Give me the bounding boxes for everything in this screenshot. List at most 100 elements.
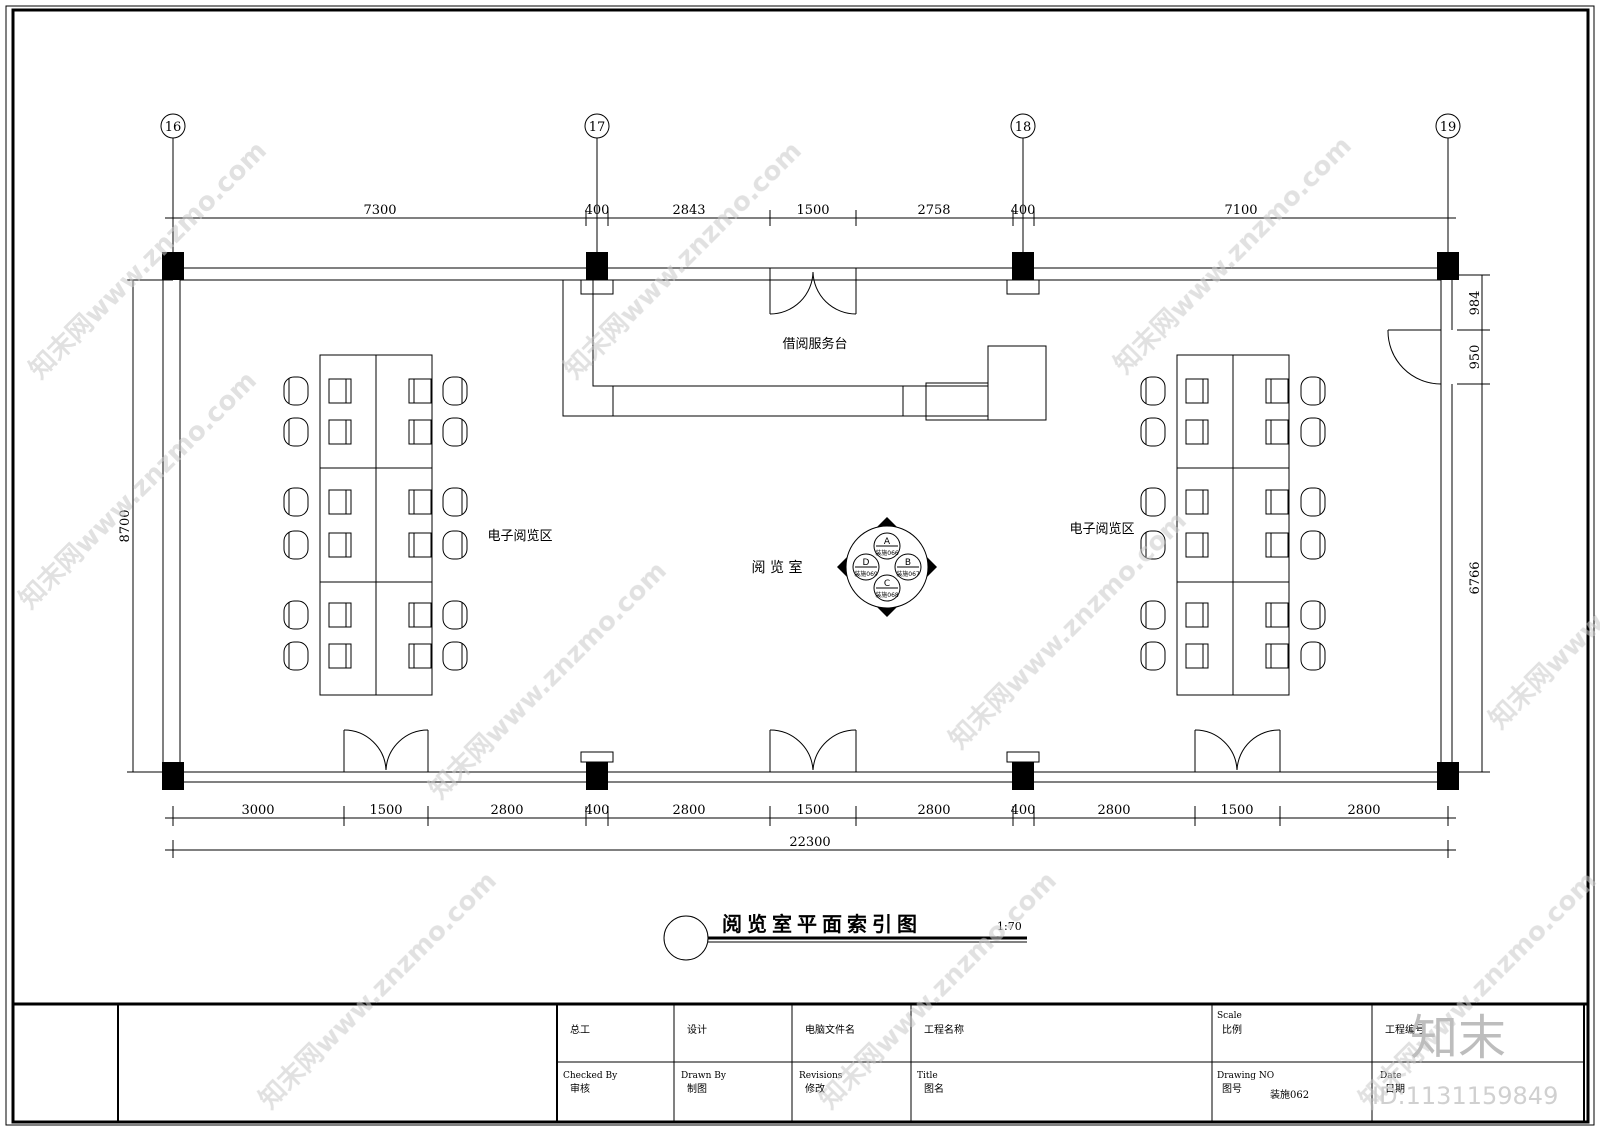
arm-chair — [1140, 530, 1166, 560]
arm-chair — [283, 530, 309, 560]
arm-chair — [1300, 417, 1326, 447]
index-label-c: C — [884, 579, 890, 589]
desk-chair — [1185, 489, 1209, 515]
tb-revisions-en: Revisions — [799, 1071, 843, 1081]
desk-chair — [328, 419, 352, 445]
index-ref-c: 装施068 — [875, 591, 899, 599]
dim-bottom-2: 1500 — [369, 803, 402, 818]
arm-chair — [1140, 376, 1166, 406]
right-dimension-chain — [1457, 274, 1490, 773]
dim-left: 8700 — [118, 509, 133, 542]
axis-bubble-17 — [584, 113, 610, 139]
desk-chair — [1265, 419, 1289, 445]
desk-chair — [408, 532, 432, 558]
watermark-brand: 知末 — [1410, 1010, 1506, 1066]
e-reading-left-label: 电子阅览区 — [487, 528, 552, 544]
axis-bubble-18 — [1010, 113, 1036, 139]
arm-chair — [283, 600, 309, 630]
dim-right-3: 6766 — [1468, 561, 1483, 594]
top-dimension-chain — [165, 210, 1456, 226]
desk-chair — [408, 419, 432, 445]
watermark-text-1: 知末网www.znzmo.com — [24, 136, 273, 385]
dim-bottom-6: 1500 — [796, 803, 829, 818]
bottom-dimension-chain — [165, 806, 1456, 858]
tb-revisions-cn: 修改 — [805, 1082, 825, 1095]
dim-bottom-4: 400 — [585, 803, 610, 818]
dim-right-2: 950 — [1468, 345, 1483, 370]
watermark-text-5: 知末网www.znzmo.com — [424, 556, 673, 805]
desk-chair — [328, 643, 352, 669]
dim-bottom-1: 3000 — [241, 803, 274, 818]
title-block — [13, 1002, 1588, 1122]
axis-label-19: 19 — [1440, 120, 1457, 135]
watermark-text-4: 知末网www.znzmo.com — [14, 366, 263, 615]
arm-chair — [442, 530, 468, 560]
e-reading-right-label: 电子阅览区 — [1069, 521, 1134, 537]
top-double-door — [769, 268, 857, 315]
service-desk — [562, 280, 1047, 421]
axis-label-17: 17 — [589, 120, 606, 135]
bottom-double-doors — [343, 729, 1281, 772]
dim-bottom-11: 2800 — [1347, 803, 1380, 818]
dim-bottom-3: 2800 — [490, 803, 523, 818]
dim-top-3: 2843 — [672, 203, 705, 218]
tb-scale-en: Scale — [1217, 1011, 1242, 1021]
drawing-title-symbol — [663, 915, 1027, 961]
arm-chair — [1140, 417, 1166, 447]
tb-design: 设计 — [687, 1023, 707, 1036]
tb-chief: 总工 — [570, 1023, 590, 1036]
index-ref-d: 装施069 — [854, 570, 878, 578]
arm-chair — [1300, 376, 1326, 406]
watermark-id: ID:1131159849 — [1372, 1082, 1558, 1110]
watermark-layer: 知末网www.znzmo.com 知末网www.znzmo.com 知末网www… — [14, 131, 1600, 1115]
index-ref-a: 装施066 — [875, 549, 899, 557]
desk-chair — [1185, 602, 1209, 628]
arm-chair — [283, 487, 309, 517]
dim-bottom-8: 400 — [1011, 803, 1036, 818]
structural-columns — [162, 252, 1459, 790]
watermark-text-3: 知末网www.znzmo.com — [1109, 131, 1358, 380]
dim-top-1: 7300 — [363, 203, 396, 218]
tb-date-cn: 日期 — [1385, 1083, 1405, 1095]
dim-bottom-9: 2800 — [1097, 803, 1130, 818]
desk-chair — [1265, 378, 1289, 404]
arm-chair — [1140, 600, 1166, 630]
column-casings — [580, 279, 1040, 763]
desk-chair — [1265, 489, 1289, 515]
dim-top-7: 7100 — [1224, 203, 1257, 218]
dim-top-2: 400 — [585, 203, 610, 218]
dim-top-5: 2758 — [917, 203, 950, 218]
sheet-inner-border — [11, 8, 1590, 1124]
dim-bottom-5: 2800 — [672, 803, 705, 818]
desk-chair — [1265, 602, 1289, 628]
dim-top-6: 400 — [1011, 203, 1036, 218]
reading-room-label: 阅 览 室 — [752, 559, 803, 576]
arm-chair — [1140, 487, 1166, 517]
tb-drawing-no-cn: 图号 — [1222, 1083, 1242, 1095]
arm-chair — [1300, 641, 1326, 671]
arm-chair — [1300, 600, 1326, 630]
desk-chair — [328, 532, 352, 558]
tb-drawing-no-en: Drawing NO — [1217, 1071, 1274, 1081]
index-label-d: D — [863, 558, 870, 568]
tb-drawing-no-value: 装施062 — [1270, 1088, 1309, 1101]
tb-project-no: 工程编号 — [1385, 1023, 1425, 1036]
arm-chair — [1140, 641, 1166, 671]
reading-table-left — [319, 354, 433, 696]
tb-title-en: Title — [917, 1071, 938, 1081]
desk-chair — [1265, 643, 1289, 669]
service-desk-label: 借阅服务台 — [782, 336, 847, 352]
desk-chair — [328, 489, 352, 515]
index-label-b: B — [905, 558, 911, 568]
tb-drawn-cn: 制图 — [687, 1082, 707, 1095]
axis-label-18: 18 — [1015, 120, 1032, 135]
arm-chair — [442, 641, 468, 671]
left-dimension — [127, 279, 173, 773]
dim-bottom-7: 2800 — [917, 803, 950, 818]
tb-project-name: 工程名称 — [924, 1023, 964, 1036]
arm-chair — [442, 417, 468, 447]
desk-chair — [328, 378, 352, 404]
axis-bubble-19 — [1435, 113, 1461, 139]
watermark-text-8: 知末网www.znzmo.com — [254, 866, 503, 1115]
